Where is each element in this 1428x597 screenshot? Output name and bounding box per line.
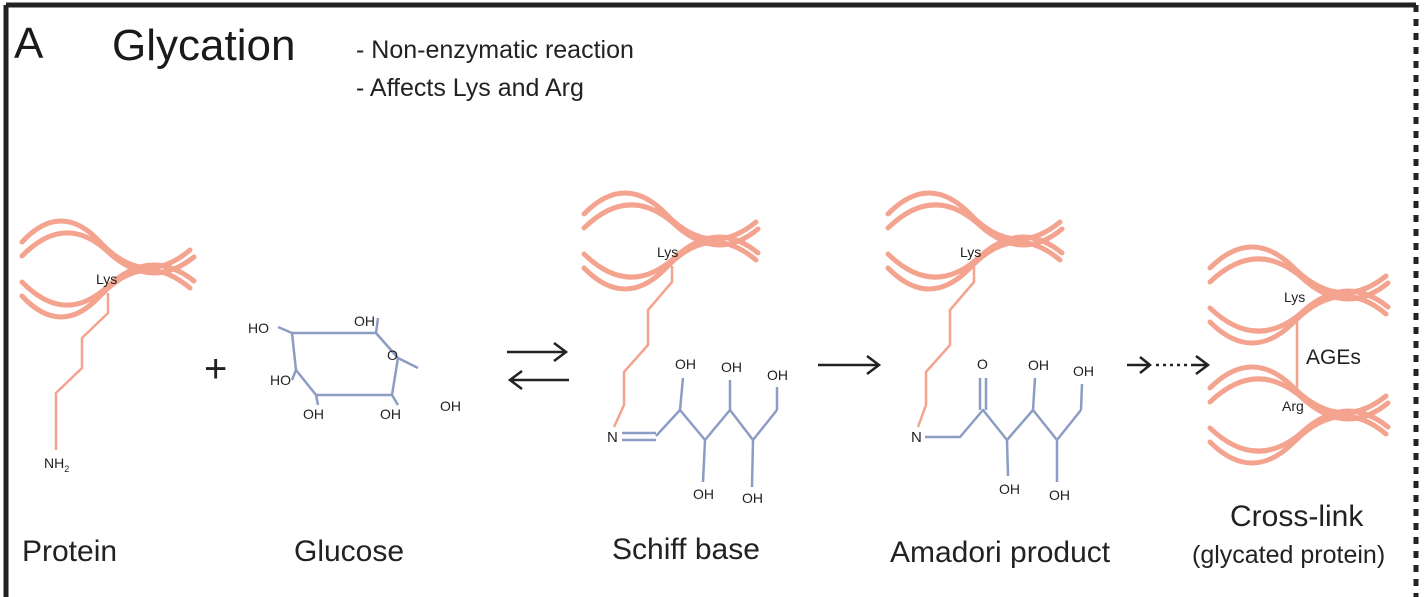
caption-amadori-product: Amadori product: [890, 536, 1111, 569]
caption-glycated-protein: (glycated protein): [1192, 541, 1386, 569]
schiff-protein-strands: [581, 190, 761, 292]
glucose-oh-bottom: OH: [303, 406, 324, 422]
panel-letter: A: [14, 19, 44, 68]
schiff-oh-1: OH: [675, 356, 696, 372]
page-title: Glycation: [112, 21, 296, 70]
amadori-lys-label: Lys: [960, 244, 981, 260]
caption-cross-link: Cross-link: [1230, 500, 1364, 533]
panel-border: [3, 2, 1419, 597]
caption-schiff-base: Schiff base: [612, 533, 760, 566]
crosslink-lower-strands: [1207, 364, 1391, 466]
glucose-oh-ch2: OH: [354, 313, 375, 329]
schiff-lys-side-chain: [612, 266, 674, 428]
amadori-oh-1: OH: [1028, 357, 1049, 373]
crosslink-upper-strands: [1207, 244, 1391, 346]
crosslink-lys-label: Lys: [1284, 289, 1305, 305]
glucose-ho-left: HO: [270, 372, 291, 388]
amadori-nitrogen: N: [911, 429, 922, 446]
protein-amine-label: NH2: [44, 455, 69, 474]
glucose-ring-oxygen: O: [387, 347, 398, 363]
amadori-sugar-chain: [925, 377, 1084, 482]
ages-label: AGEs: [1306, 346, 1361, 369]
schiff-oh-2: OH: [721, 359, 742, 375]
note-affects-lys-arg: - Affects Lys and Arg: [356, 74, 584, 102]
glucose-ring: [277, 317, 419, 406]
amadori-oh-3: OH: [999, 481, 1020, 497]
glucose-oh-mid: OH: [380, 406, 401, 422]
dotted-reaction-arrow: [1127, 355, 1211, 375]
glucose-oh-anomeric: OH: [440, 398, 461, 414]
crosslink-arg-label: Arg: [1282, 398, 1304, 414]
caption-glucose: Glucose: [294, 535, 405, 568]
schiff-nitrogen: N: [607, 429, 618, 446]
protein-strands: [19, 218, 197, 320]
amadori-oh-2: OH: [1073, 363, 1094, 379]
schiff-lys-label: Lys: [657, 244, 678, 260]
plus-sign: +: [204, 347, 227, 391]
amadori-oh-4: OH: [1049, 487, 1070, 503]
schiff-oh-5: OH: [742, 490, 763, 506]
amadori-lys-side-chain: [916, 266, 976, 428]
protein-lys-side-chain: [54, 293, 110, 450]
equilibrium-arrows: [507, 342, 569, 390]
glucose-ho-top: HO: [248, 320, 269, 336]
amadori-carbonyl-oxygen: O: [977, 356, 988, 372]
protein-lys-label: Lys: [96, 271, 117, 287]
schiff-oh-4: OH: [693, 486, 714, 502]
caption-protein: Protein: [22, 535, 118, 568]
schiff-oh-3: OH: [767, 367, 788, 383]
note-non-enzymatic: - Non-enzymatic reaction: [356, 36, 634, 64]
schiff-sugar-chain: [622, 377, 779, 488]
amadori-protein-strands: [885, 190, 1065, 292]
reaction-arrow: [818, 355, 882, 375]
